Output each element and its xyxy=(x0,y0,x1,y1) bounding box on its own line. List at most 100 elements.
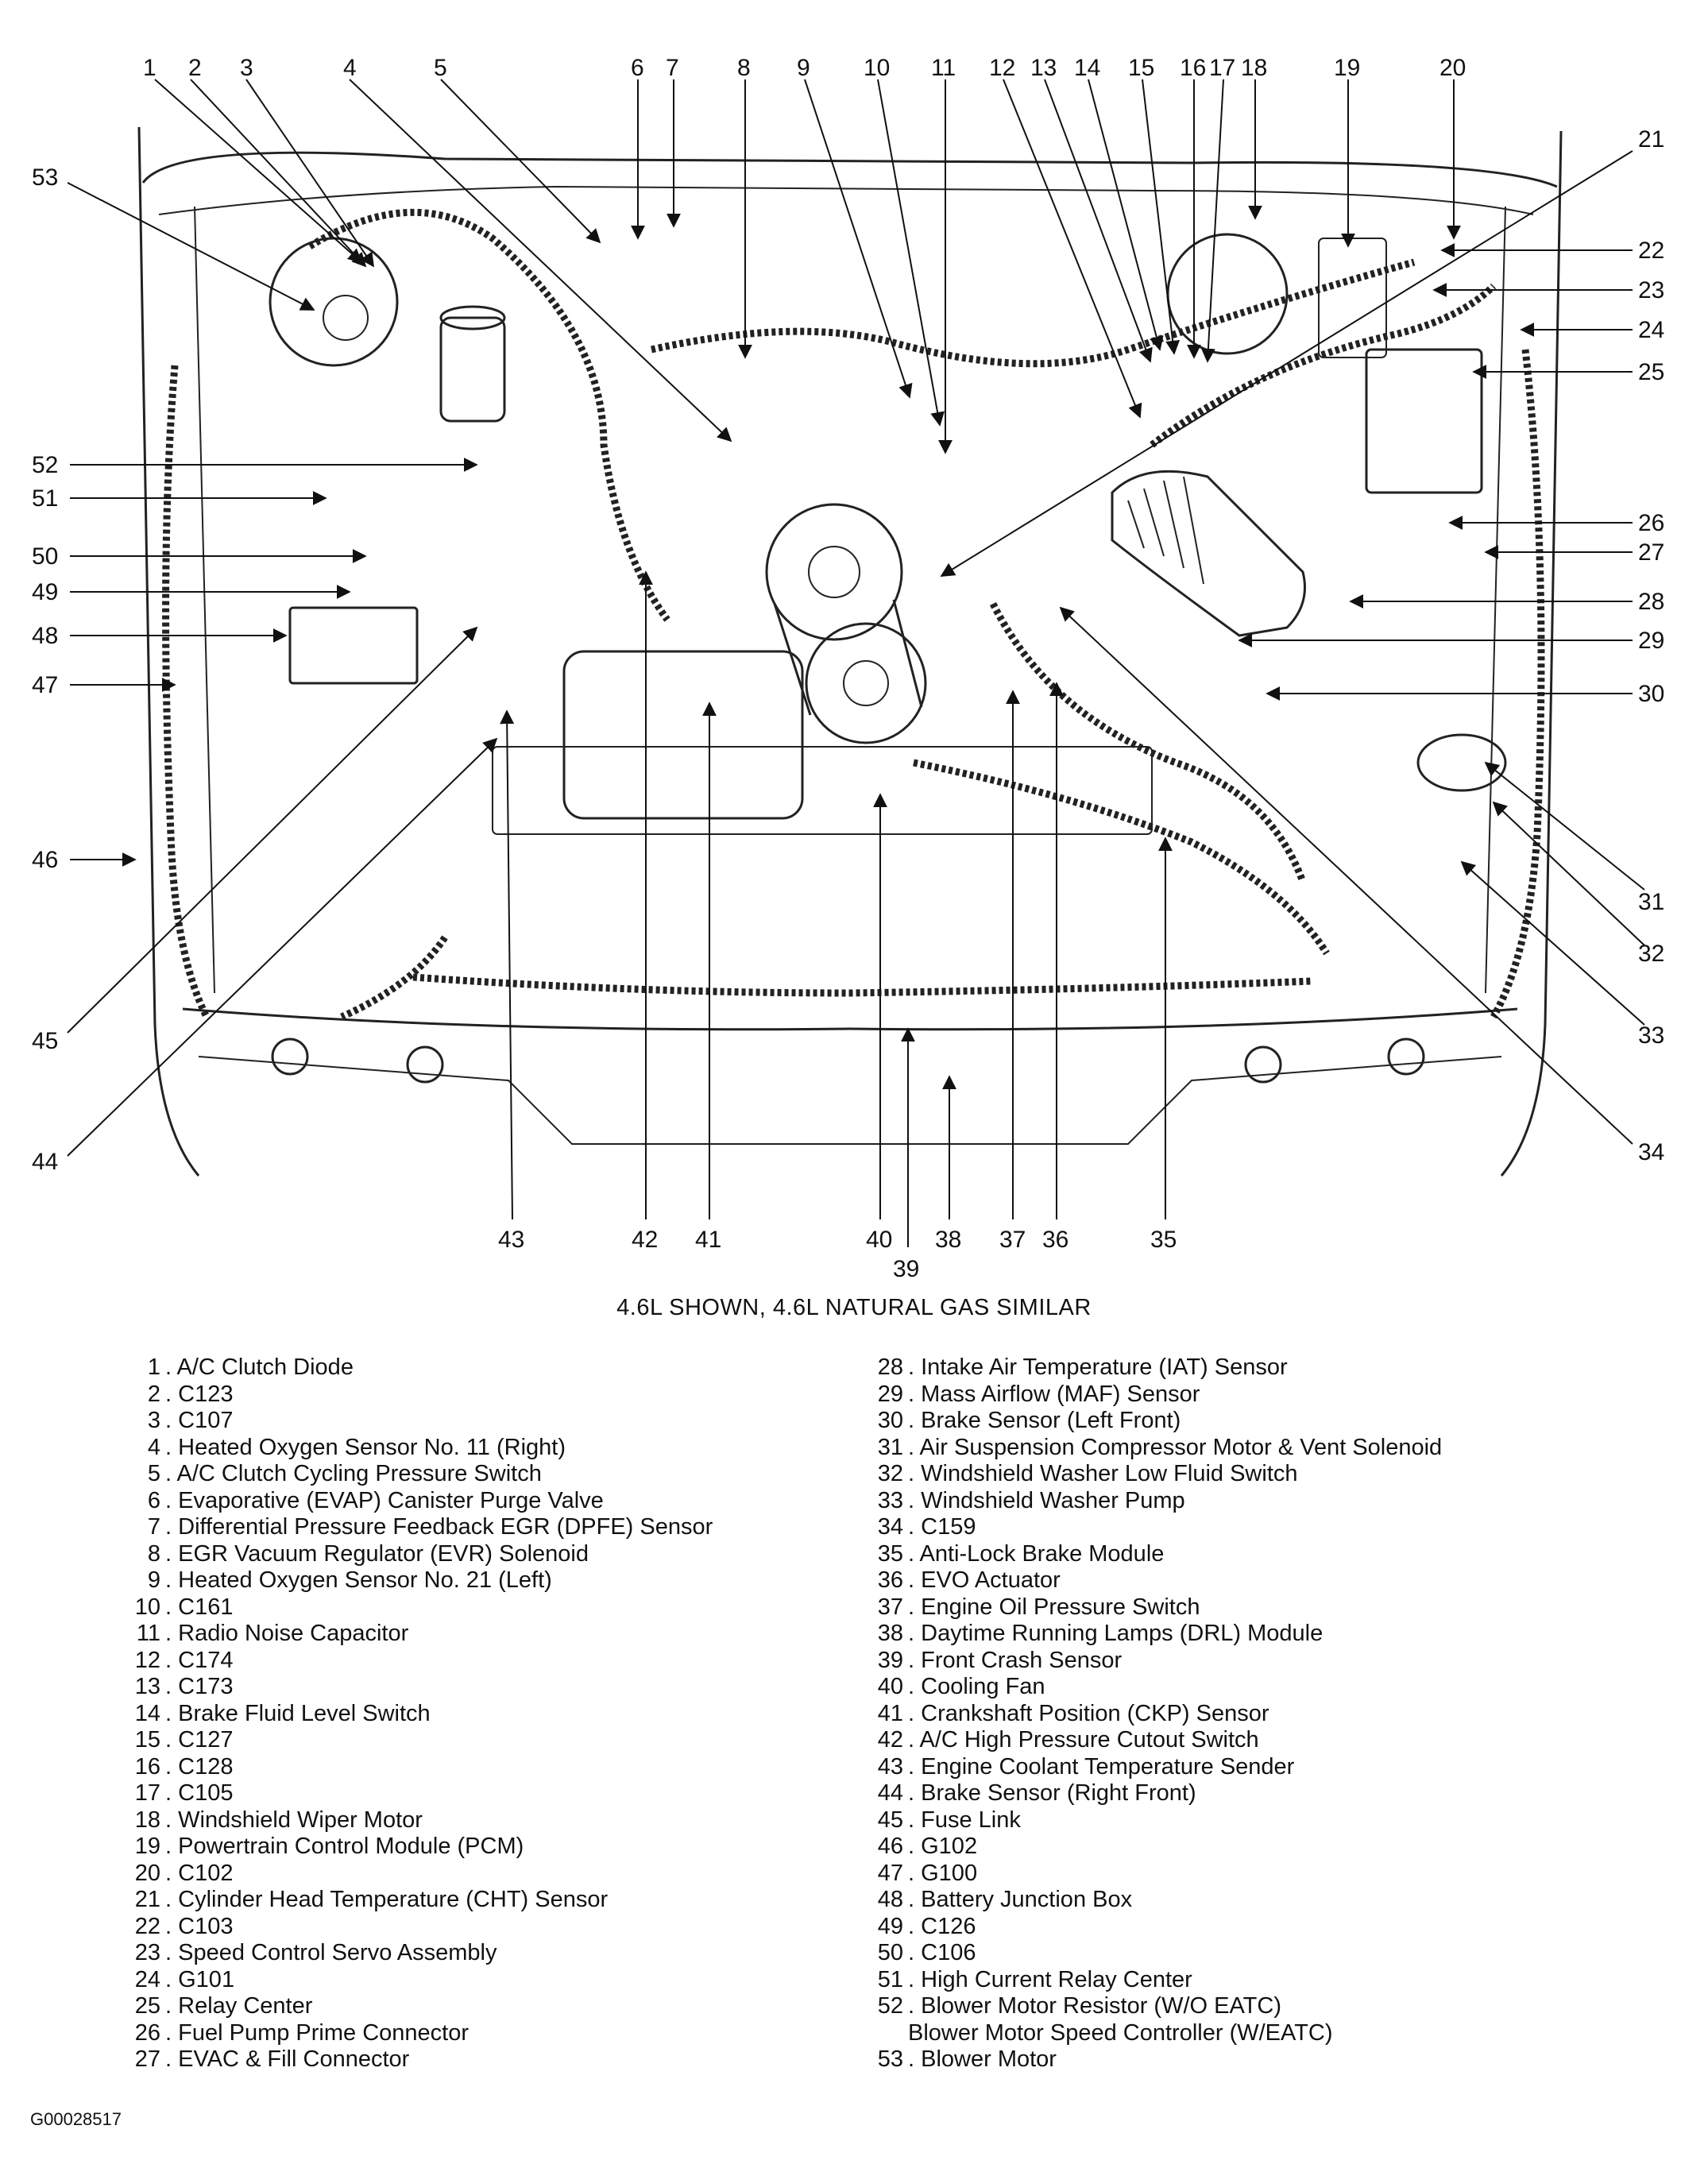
legend-item-continuation: Blower Motor Speed Controller (W/EATC) xyxy=(908,2019,1333,2046)
callout-31: 31 xyxy=(1638,889,1664,915)
fender-left xyxy=(1500,130,1563,1177)
wiring-harnesses xyxy=(162,208,1545,1021)
callout-37: 37 xyxy=(999,1227,1026,1253)
legend-item: 48. Battery Junction Box xyxy=(877,1887,1133,1912)
legend-item: 1. A/C Clutch Diode xyxy=(147,1355,354,1380)
legend-item: 12. C174 xyxy=(134,1647,234,1673)
leader-2 xyxy=(190,79,367,268)
legend-item: 27. EVAC & Fill Connector xyxy=(134,2046,410,2072)
alternator xyxy=(765,503,903,641)
legend-item: 32. Windshield Washer Low Fluid Switch xyxy=(877,1461,1298,1486)
pcm-box xyxy=(1318,238,1387,358)
callout-24: 24 xyxy=(1638,317,1664,343)
legend-item: 16. C128 xyxy=(134,1753,234,1780)
harness-front-left xyxy=(913,759,1330,956)
drive-belt xyxy=(773,599,923,716)
leader-45 xyxy=(67,626,478,1034)
legend-item: 39. Front Crash Sensor xyxy=(877,1647,1123,1673)
leader-13 xyxy=(1044,79,1153,363)
legend-item: 47. G100 xyxy=(877,1860,978,1886)
harness-pcm xyxy=(1150,283,1497,448)
crank-pulley-hub xyxy=(843,660,889,706)
callout-36: 36 xyxy=(1042,1227,1068,1253)
legend-item: 3. C107 xyxy=(147,1408,234,1433)
legend-item: 28. Intake Air Temperature (IAT) Sensor xyxy=(877,1355,1288,1380)
legend-item: 38. Daytime Running Lamps (DRL) Module xyxy=(877,1621,1324,1646)
callout-19: 19 xyxy=(1334,55,1360,81)
legend-item: 34. C159 xyxy=(877,1514,976,1540)
callout-27: 27 xyxy=(1638,539,1664,566)
callout-49: 49 xyxy=(32,579,58,605)
callout-50: 50 xyxy=(32,543,58,570)
callout-9: 9 xyxy=(797,55,810,81)
legend-item: 44. Brake Sensor (Right Front) xyxy=(877,1780,1196,1806)
callout-38: 38 xyxy=(935,1227,961,1253)
legend-item: 8. EGR Vacuum Regulator (EVR) Solenoid xyxy=(147,1540,589,1567)
legend-item: 45. Fuse Link xyxy=(877,1807,1021,1833)
harness-front-right xyxy=(340,935,448,1021)
inner-fender-left xyxy=(1485,206,1506,994)
intake-manifold xyxy=(562,650,804,820)
legend-item: 30. Brake Sensor (Left Front) xyxy=(877,1408,1181,1433)
legend-item: 15. C127 xyxy=(134,1727,234,1753)
front-crossmember xyxy=(182,1007,1518,1031)
legend-item: 21. Cylinder Head Temperature (CHT) Sens… xyxy=(134,1887,609,1912)
leader-33 xyxy=(1460,860,1645,1026)
headlamp-bulb-right-outer xyxy=(271,1038,309,1076)
legend-item: 33. Windshield Washer Pump xyxy=(877,1487,1185,1513)
callout-11: 11 xyxy=(931,55,956,81)
cowl-line xyxy=(158,185,1534,215)
leader-5 xyxy=(440,79,601,244)
callout-25: 25 xyxy=(1638,359,1664,385)
leader-34 xyxy=(1059,606,1633,1145)
leader-43 xyxy=(500,709,515,1220)
relay-center-box xyxy=(1365,348,1483,494)
callout-18: 18 xyxy=(1241,55,1267,81)
legend-item: 43. Engine Coolant Temperature Sender xyxy=(877,1753,1295,1780)
callout-3: 3 xyxy=(240,55,253,81)
legend-item: 13. C173 xyxy=(134,1674,234,1699)
callout-20: 20 xyxy=(1439,55,1466,81)
callout-leaders xyxy=(67,79,1645,1247)
legend-item: 52. Blower Motor Resistor (W/O EATC)Blow… xyxy=(870,1993,1442,2046)
legend-item: 40. Cooling Fan xyxy=(877,1674,1045,1699)
legend-item: 7. Differential Pressure Feedback EGR (D… xyxy=(147,1514,713,1540)
legend-item: 20. C102 xyxy=(134,1860,234,1886)
brake-reservoir-cap xyxy=(439,305,506,330)
headlamp-bulb-left-outer xyxy=(1387,1038,1425,1076)
alternator-pulley xyxy=(808,546,860,598)
harness-abs xyxy=(989,601,1307,883)
legend-item: 37. Engine Oil Pressure Switch xyxy=(877,1594,1200,1620)
callout-39: 39 xyxy=(893,1256,919,1282)
callout-28: 28 xyxy=(1638,589,1664,615)
leader-31 xyxy=(1484,761,1645,891)
callout-44: 44 xyxy=(32,1149,58,1175)
legend-column-left: 1. A/C Clutch Diode 2. C123 3. C107 4. H… xyxy=(127,1355,713,2073)
legend-item: 24. G101 xyxy=(134,1966,235,1992)
callout-6: 6 xyxy=(631,55,644,81)
harness-left-fender xyxy=(1490,349,1545,1019)
legend-item: 9. Heated Oxygen Sensor No. 21 (Left) xyxy=(147,1567,552,1593)
fender-right xyxy=(137,126,200,1177)
legend-item: 41. Crankshaft Position (CKP) Sensor xyxy=(877,1700,1269,1726)
legend-item: 25. Relay Center xyxy=(134,1993,313,2019)
legend-item: 6. Evaporative (EVAP) Canister Purge Val… xyxy=(147,1487,604,1513)
wiper-motor-housing xyxy=(1166,233,1289,355)
engine-compartment-diagram: 1 2 3 4 5 6 7 8 9 10 11 12 13 14 15 16 1… xyxy=(32,55,1664,1282)
callout-48: 48 xyxy=(32,623,58,649)
callout-46: 46 xyxy=(32,847,58,873)
legend-item: 35. Anti-Lock Brake Module xyxy=(877,1540,1165,1567)
harness-cowl xyxy=(307,208,670,622)
callout-13: 13 xyxy=(1030,55,1057,81)
figure-id: G00028517 xyxy=(30,2109,122,2129)
callout-8: 8 xyxy=(737,55,751,81)
legend-item: 49. C126 xyxy=(877,1913,976,1939)
legend-item: 22. C103 xyxy=(134,1913,234,1939)
legend-item: 29. Mass Airflow (MAF) Sensor xyxy=(877,1381,1200,1407)
callout-5: 5 xyxy=(434,55,447,81)
legend-item: 23. Speed Control Servo Assembly xyxy=(134,1940,497,1965)
blower-motor-housing xyxy=(269,237,399,367)
figure-caption: 4.6L SHOWN, 4.6L NATURAL GAS SIMILAR xyxy=(616,1295,1092,1320)
air-intake-ribs xyxy=(1127,476,1204,585)
callout-23: 23 xyxy=(1638,277,1664,303)
